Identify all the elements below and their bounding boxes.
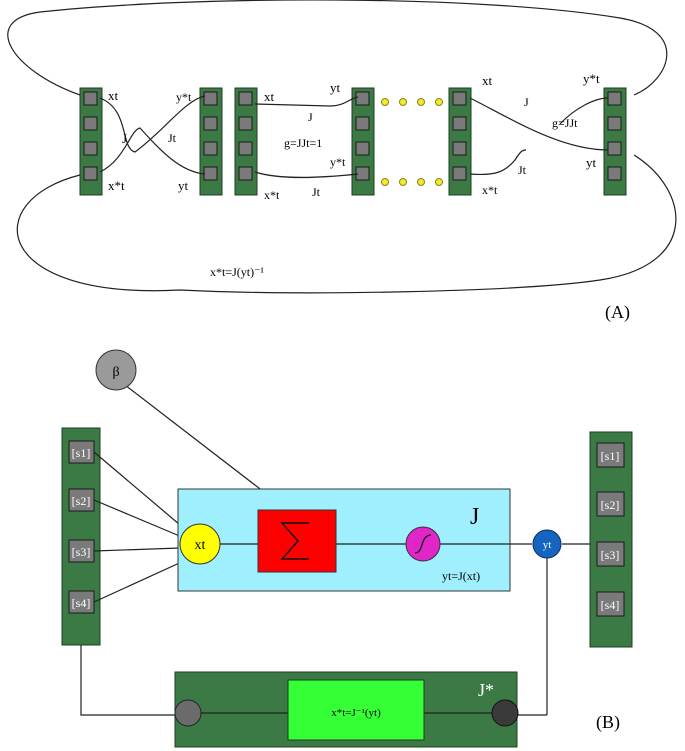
label-jt-3: Jt	[518, 163, 527, 177]
panel-b-label: (B)	[596, 712, 620, 733]
column-a6	[603, 87, 627, 196]
wire-s3-xt	[93, 547, 181, 552]
xt-node-label: xt	[195, 538, 206, 553]
label-g-2: g=JJt	[552, 116, 578, 130]
label-jt-1: Jt	[168, 131, 177, 145]
sigma-icon	[280, 522, 309, 560]
input-s2: [s2]	[68, 488, 95, 512]
yt-node-label: yt	[543, 539, 552, 551]
input-s2-label: [s2]	[72, 494, 91, 508]
label-yt-3: yt	[586, 155, 597, 170]
wire-input-jstar	[80, 645, 175, 716]
wire-a5-out-bottom	[469, 149, 527, 176]
output-s3: [s3]	[596, 541, 625, 567]
sum-box	[257, 509, 337, 573]
jstar-inner-box	[287, 679, 425, 741]
label-jt-2: Jt	[312, 185, 321, 199]
top-loop-wire	[7, 0, 668, 96]
wire-a3-a4-top	[254, 96, 359, 107]
sigmoid-node	[405, 526, 441, 562]
sigmoid-icon	[414, 534, 432, 554]
column-a5	[448, 87, 472, 196]
wire-s2-xt	[93, 499, 183, 538]
label-g-1: g=JJt=1	[284, 136, 322, 150]
column-a4	[351, 87, 375, 196]
label-xt-3: xt	[482, 73, 493, 88]
jstar-title: J*	[478, 680, 494, 700]
label-xt-2: xt	[264, 89, 275, 104]
column-a2	[199, 87, 223, 196]
output-s1-label: [s1]	[601, 449, 620, 463]
label-xt-star-3: x*t	[482, 183, 498, 197]
output-s3-label: [s3]	[601, 548, 620, 562]
xt-node	[179, 523, 221, 565]
input-s3: [s3]	[68, 539, 95, 563]
column-a1	[79, 87, 103, 196]
ellipsis-bottom	[381, 178, 443, 186]
label-yt-star-1: y*t	[176, 90, 192, 104]
wire-s1-xt	[93, 451, 187, 531]
jstar-input-node	[174, 699, 202, 727]
input-s4-label: [s4]	[72, 596, 91, 610]
j-box-equation: yt=J(xt)	[442, 569, 480, 583]
beta-label: β	[112, 365, 119, 380]
panel-b: β [s1] [s2] [s3] [s4] J yt=J(xt)	[61, 349, 633, 748]
output-s4: [s4]	[596, 591, 625, 617]
wire-a5-out-top	[469, 97, 609, 151]
panel-a: xt x*t J y*t Jt yt xt x*t yt J g=JJt=1 y…	[7, 0, 677, 323]
wire-a1-a2-cross-1	[99, 95, 206, 153]
panel-a-label: (A)	[605, 302, 630, 323]
bottom-loop-wire	[16, 154, 677, 294]
beta-node	[95, 349, 137, 391]
label-bottom-loop: x*t=J(yt)⁻¹	[210, 265, 264, 279]
wire-s4-xt	[93, 559, 187, 603]
output-s1: [s1]	[596, 442, 625, 468]
label-yt-star-3: y*t	[583, 71, 600, 86]
input-s3-label: [s3]	[72, 545, 91, 559]
yt-node	[532, 529, 562, 559]
column-a3	[234, 87, 258, 196]
label-xt-star-1: x*t	[108, 178, 125, 193]
wire-a3-a4-bottom	[254, 171, 359, 179]
ellipsis-top	[381, 98, 443, 106]
jstar-output-node	[491, 699, 519, 727]
input-s4: [s4]	[68, 590, 95, 614]
label-yt-1: yt	[178, 178, 189, 193]
wire-a1-a2-cross-2	[99, 127, 206, 175]
input-s1-label: [s1]	[72, 446, 91, 460]
label-yt-2: yt	[330, 80, 341, 95]
label-xt-star-2: x*t	[264, 188, 280, 202]
output-s2-label: [s2]	[601, 498, 620, 512]
label-j-1: J	[122, 131, 127, 146]
label-j-3: J	[524, 95, 529, 109]
input-s1: [s1]	[68, 440, 95, 464]
label-yt-star-2: y*t	[330, 155, 346, 169]
j-box-title: J	[470, 504, 479, 530]
j-box	[177, 488, 511, 592]
wire-a6-in	[559, 97, 609, 125]
output-s4-label: [s4]	[601, 598, 620, 612]
label-j-2: J	[308, 110, 313, 124]
label-xt-1: xt	[108, 88, 119, 103]
jstar-equation: x*t=J⁻¹(yt)	[331, 707, 381, 719]
output-s2: [s2]	[596, 491, 625, 517]
